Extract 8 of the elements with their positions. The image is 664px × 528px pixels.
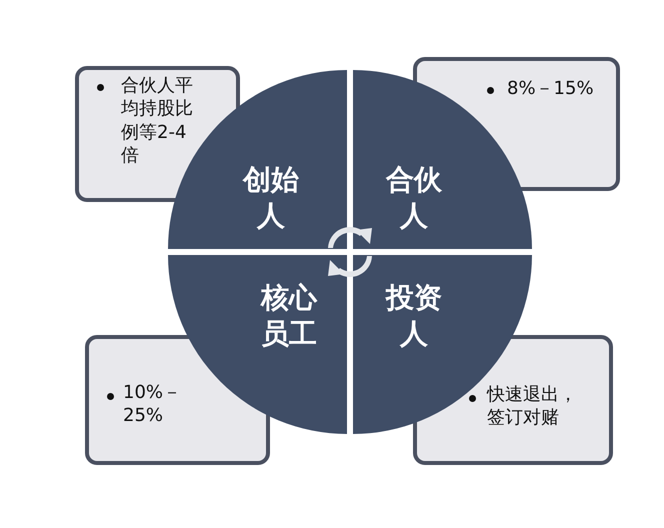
note-text: 合伙人平均持股比例等2-4倍: [121, 74, 194, 168]
note-text: 10%－25%: [123, 381, 182, 428]
quadrant-label: 创始人: [242, 162, 300, 234]
quadrant-label: 投资人: [384, 280, 443, 352]
note-text: 8%－15%: [507, 77, 595, 100]
note-text: 快速退出，签订对赌: [487, 383, 578, 430]
quadrant-label: 核心员工: [259, 280, 318, 352]
quadrant-label: 合伙人: [384, 162, 443, 234]
